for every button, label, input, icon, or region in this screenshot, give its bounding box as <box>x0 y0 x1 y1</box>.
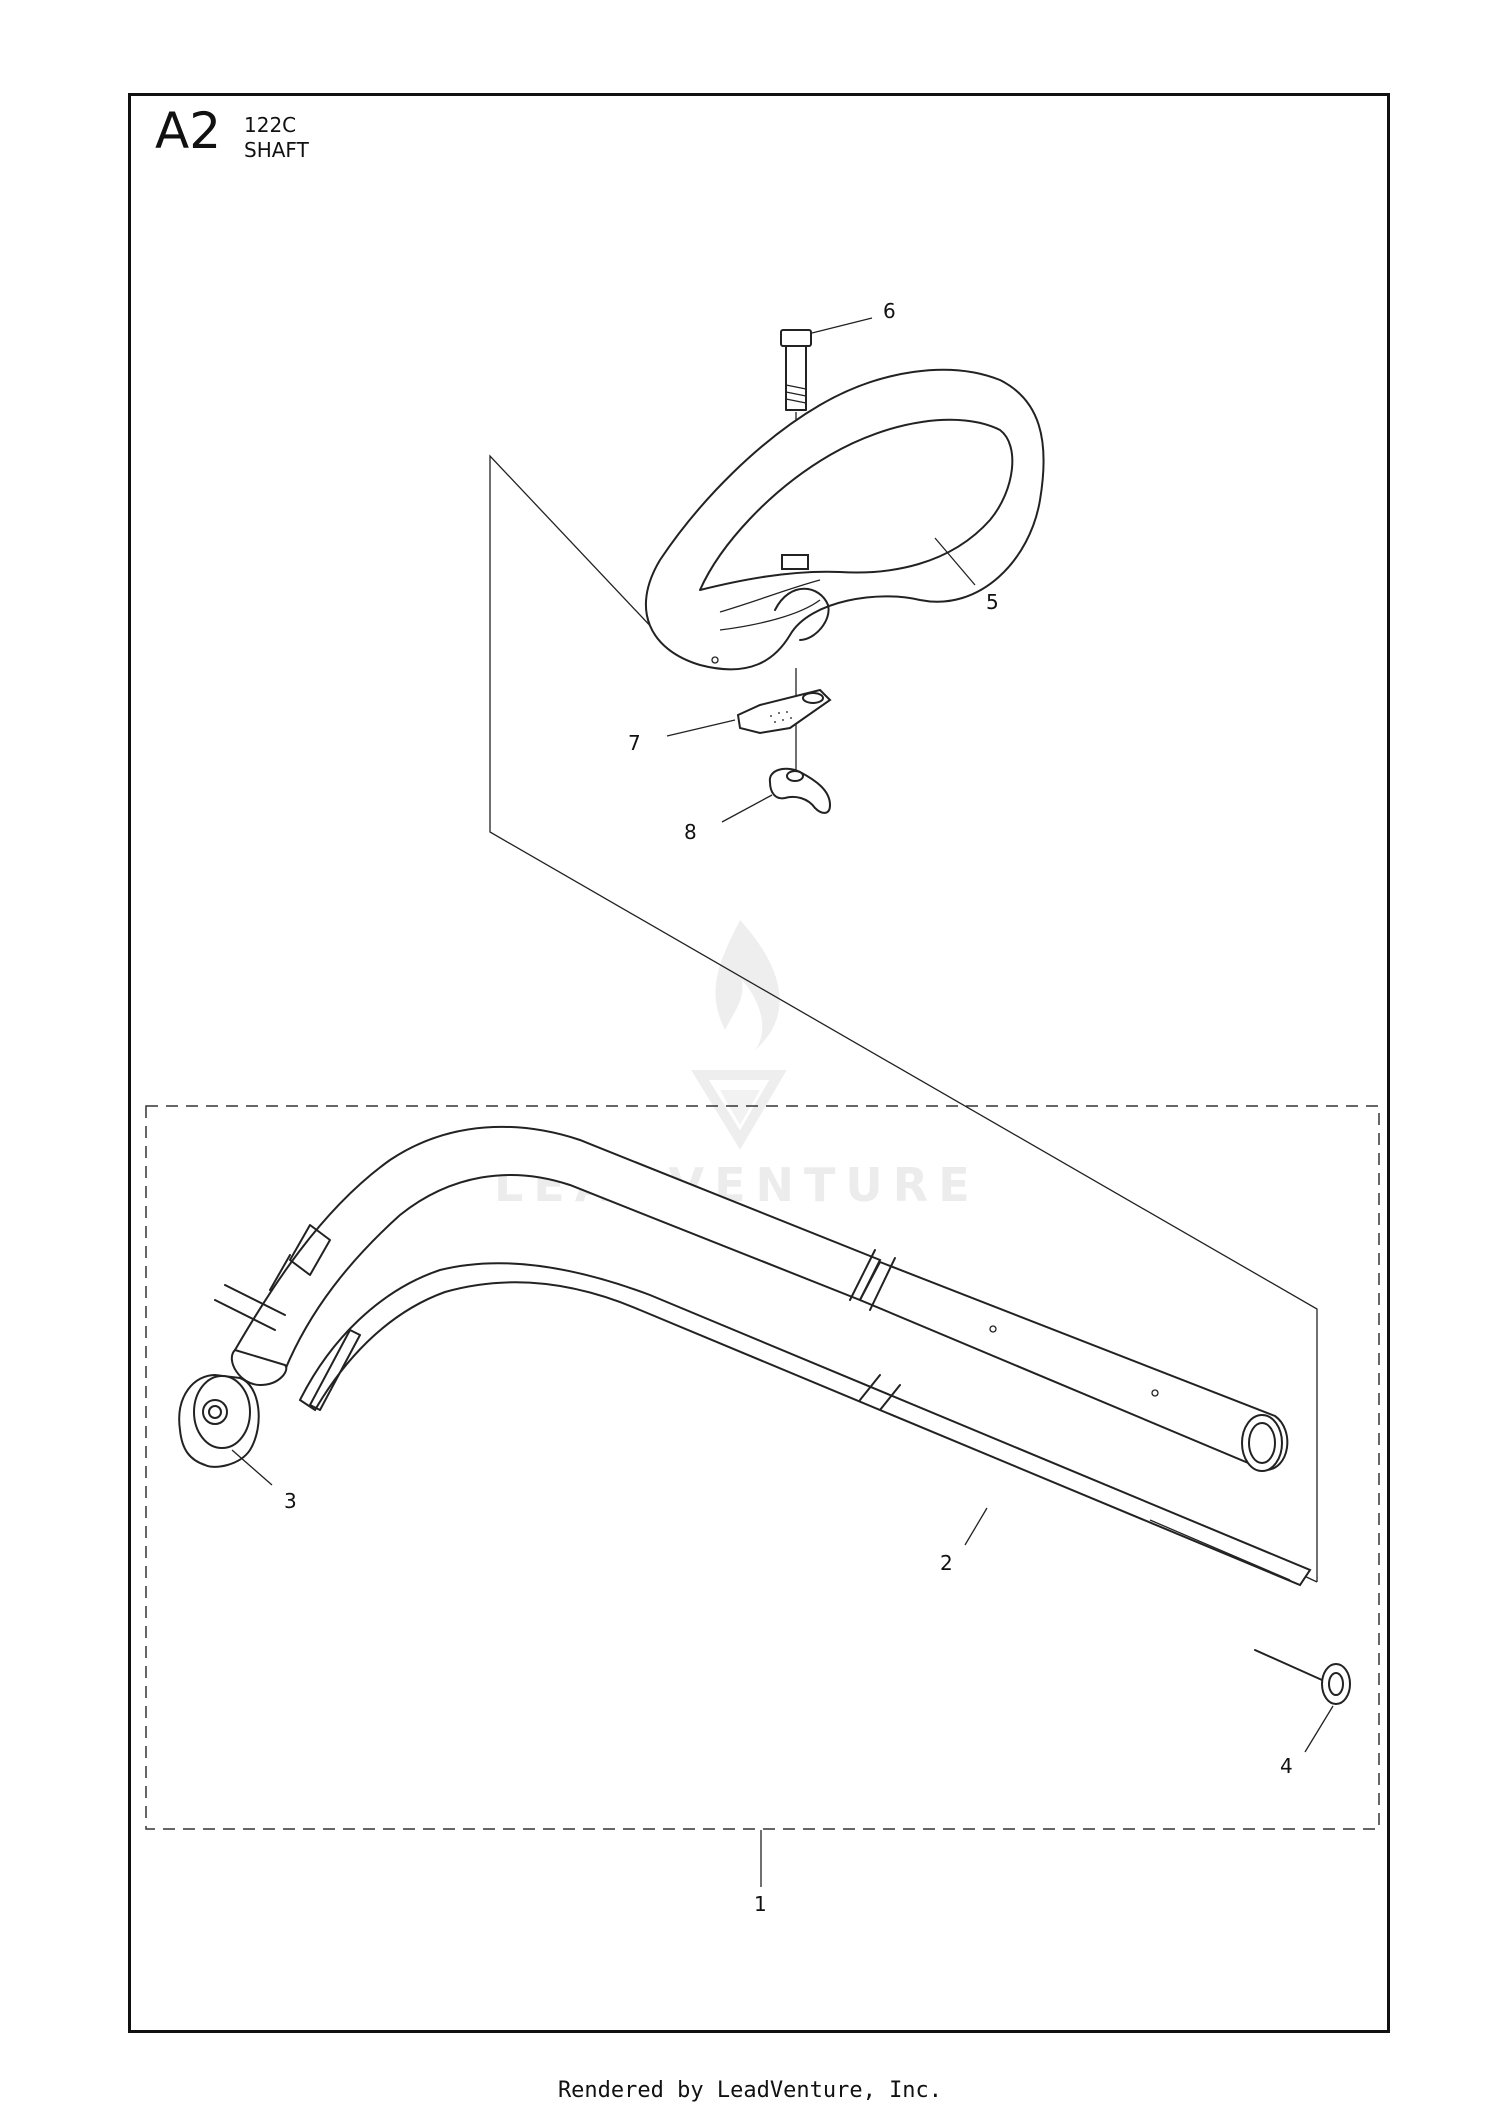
wing-knob-part-8 <box>768 767 832 814</box>
callout-5: 5 <box>986 590 999 614</box>
callout-4: 4 <box>1280 1754 1293 1778</box>
clamp-plate-part-7 <box>736 688 832 735</box>
callout-1: 1 <box>754 1892 767 1916</box>
leader-line-4 <box>1304 1705 1334 1753</box>
bolt-part-6 <box>780 329 812 411</box>
diagram-frame <box>128 93 1390 2033</box>
footer-credit: Rendered by LeadVenture, Inc. <box>557 2078 943 2103</box>
leader-line-2 <box>964 1507 988 1546</box>
leader-line-5 <box>934 537 976 586</box>
loop-handle-part-5 <box>644 368 1045 671</box>
assembly-box <box>145 1105 1380 1830</box>
callout-7: 7 <box>628 731 641 755</box>
leader-line-3 <box>231 1449 273 1486</box>
leader-line-8 <box>721 794 773 823</box>
outer-shaft-tube-part-1 <box>214 1125 1289 1472</box>
drive-shaft-part-2 <box>298 1262 1312 1587</box>
callout-8: 8 <box>684 820 697 844</box>
section-id: A2 <box>155 102 222 160</box>
callout-6: 6 <box>883 299 896 323</box>
leader-line-7 <box>666 719 736 737</box>
coupling-part-3 <box>178 1373 260 1468</box>
callout-3: 3 <box>284 1489 297 1513</box>
mounting-plane <box>489 454 1318 1582</box>
washer-part-4 <box>1254 1649 1351 1705</box>
leader-line-6 <box>811 317 873 334</box>
model-number: 122C <box>244 113 297 137</box>
group-name: SHAFT <box>244 138 309 162</box>
callout-2: 2 <box>940 1551 953 1575</box>
